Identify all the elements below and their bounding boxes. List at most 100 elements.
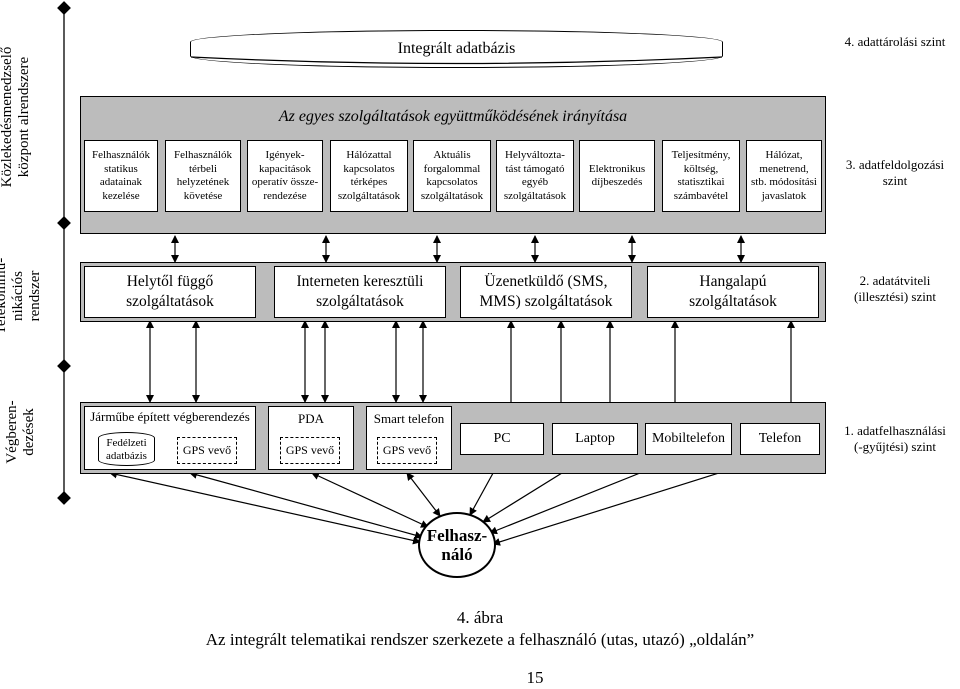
smartphone-gps-label: GPS vevő <box>382 443 432 457</box>
telecom-service-location: Helytől függő szolgáltatások <box>84 266 256 318</box>
level-4-l1: 4. adattárolási szint <box>844 34 946 49</box>
fb6-l2: tást támogató <box>505 162 565 175</box>
integrated-database: Integrált adatbázis <box>190 30 723 68</box>
fb8-l4: számbavétel <box>673 189 729 202</box>
device-telephone: Telefon <box>740 423 820 455</box>
user-l2: náló <box>441 545 473 564</box>
device-pc-label: PC <box>493 431 511 446</box>
device-laptop-label: Laptop <box>575 431 615 446</box>
sidebar-label-bottom-line2: dezések <box>21 408 37 456</box>
level-1-label: 1. adatfelhasználási (-gyűjtési) szint <box>834 423 956 455</box>
fb6-l4: szolgáltatások <box>503 189 567 202</box>
fb6-l3: egyéb <box>521 176 549 188</box>
sidebar-label-middle-line1: Telekommu- <box>0 257 9 335</box>
ts2-l2: szolgáltatások <box>316 293 404 310</box>
fb7-l2: díjbeszedés <box>591 176 643 188</box>
coordination-title: Az egyes szolgáltatások együttműködéséne… <box>80 108 826 126</box>
ts3-l2: MMS) szolgáltatások <box>479 293 613 310</box>
fb7-l1: Elektronikus <box>588 162 646 175</box>
level-2-l2: (illesztési) szint <box>854 289 936 304</box>
fb2-l2: térbeli <box>188 162 218 175</box>
device-smartphone-title: Smart telefon <box>373 411 445 426</box>
figure-number: 4. ábra <box>0 608 960 628</box>
fb9-l3: stb. módosítási <box>750 176 817 188</box>
fb3-l2: kapacitások <box>259 162 311 175</box>
coordination-title-text: Az egyes szolgáltatások együttműködéséne… <box>278 108 628 125</box>
level-4-label: 4. adattárolási szint <box>834 34 956 50</box>
vehicle-gps-receiver: GPS vevő <box>177 437 237 464</box>
level-2-label: 2. adatátviteli (illesztési) szint <box>834 273 956 305</box>
fb5-l3: kapcsolatos <box>426 176 478 188</box>
sidebar-label-bottom-line1: Végberen- <box>4 400 20 464</box>
sidebar-label-middle: Telekommu- nikációs rendszer <box>0 251 45 341</box>
figure-number-text: 4. ábra <box>456 608 504 627</box>
sidebar-label-top-line2: központ alrendszere <box>16 56 32 178</box>
database-cylinder-edge <box>190 56 723 65</box>
figure-caption: Az integrált telematikai rendszer szerke… <box>0 630 960 650</box>
fb3-l3: operatív össze- <box>251 176 319 188</box>
fb3-l4: rendezése <box>263 189 307 202</box>
fb6-l1: Helyváltozta- <box>505 149 565 161</box>
fb8-l2: költség, <box>683 162 719 175</box>
level-2-l1: 2. adatátviteli <box>859 273 931 288</box>
fb2-l1: Felhasználók <box>173 149 233 161</box>
sidebar-label-bottom: Végberen- dezések <box>4 397 38 467</box>
ts4-l2: szolgáltatások <box>689 293 777 310</box>
fb1-l3: adatainak <box>99 176 143 188</box>
fb5-l1: Aktuális <box>433 149 471 161</box>
fb2-l3: helyzetének <box>176 176 230 188</box>
level-3-l2: szint <box>882 173 908 188</box>
sidebar-label-top: Közlekedésmenedzselő központ alrendszere <box>0 27 33 207</box>
user-circle: Felhasz-náló <box>418 512 496 578</box>
fb5-l4: szolgáltatások <box>420 189 484 202</box>
ts3-l1: Üzenetküldő (SMS, <box>484 273 608 290</box>
device-laptop: Laptop <box>552 423 638 455</box>
page-number: 15 <box>500 668 570 688</box>
fb9-l2: menetrend, <box>759 162 809 175</box>
telecom-service-voice: Hangalapú szolgáltatások <box>647 266 819 318</box>
database-label: Integrált adatbázis <box>397 40 516 57</box>
onboard-database-cylinder: Fedélzeti adatbázis <box>98 432 155 466</box>
panel-to-telecom-arrows <box>171 235 745 263</box>
onboard-l2: adatbázis <box>106 450 147 462</box>
fb4-l4: szolgáltatások <box>337 189 401 202</box>
sidebar-axis <box>57 1 71 505</box>
telecom-service-messaging: Üzenetküldő (SMS, MMS) szolgáltatások <box>460 266 632 318</box>
fb4-l1: Hálózattal <box>346 149 392 161</box>
level-3-l1: 3. adatfeldolgozási <box>845 157 945 172</box>
level-1-l1: 1. adatfelhasználási <box>844 423 946 438</box>
fb8-l3: statisztikai <box>677 176 725 188</box>
ts1-l2: szolgáltatások <box>126 293 214 310</box>
fb4-l2: kapcsolatos <box>343 162 395 175</box>
pda-gps-receiver: GPS vevő <box>280 437 340 464</box>
ts4-l1: Hangalapú <box>699 273 767 290</box>
device-pc: PC <box>460 423 544 455</box>
telecom-service-internet: Interneten keresztüli szolgáltatások <box>274 266 446 318</box>
pda-gps-label: GPS vevő <box>285 443 335 457</box>
fb4-l3: térképes <box>350 176 388 188</box>
ts2-l1: Interneten keresztüli <box>296 273 424 290</box>
smartphone-gps-receiver: GPS vevő <box>377 437 437 464</box>
ts1-l1: Helytől függő <box>126 273 214 290</box>
fb3-l1: Igények- <box>265 149 305 161</box>
device-mobile-label: Mobiltelefon <box>651 431 726 446</box>
page-number-text: 15 <box>526 668 544 687</box>
sidebar-label-top-line1: Közlekedésmenedzselő <box>0 46 15 188</box>
fb1-l1: Felhasználók <box>91 149 151 161</box>
sidebar-label-middle-line3: rendszer <box>27 270 43 322</box>
device-mobile: Mobiltelefon <box>645 423 732 455</box>
fb5-l2: forgalommal <box>423 162 481 175</box>
fb1-l2: statikus <box>104 162 138 175</box>
device-telephone-label: Telefon <box>758 431 802 446</box>
fb8-l1: Teljesítmény, <box>671 149 731 161</box>
fb2-l4: követése <box>183 189 223 202</box>
